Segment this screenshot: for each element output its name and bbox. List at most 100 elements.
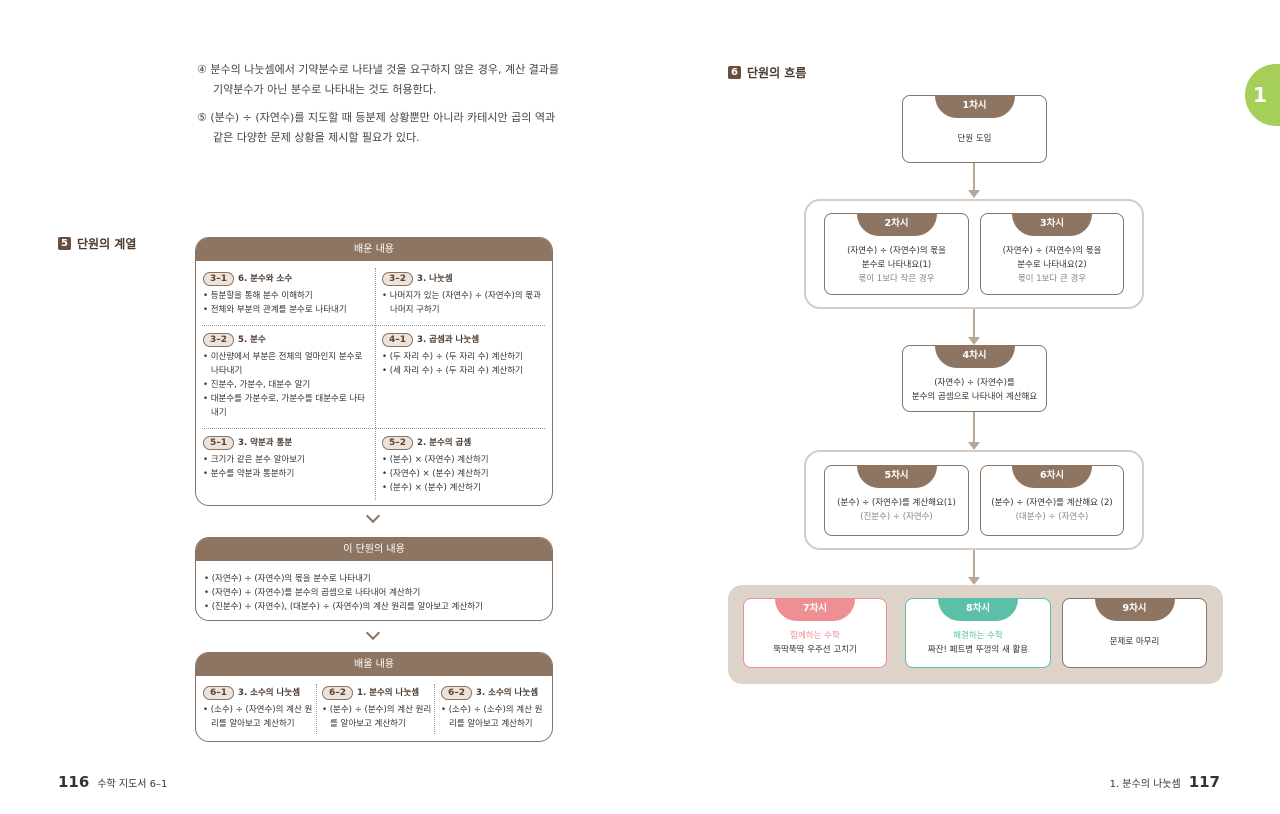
lesson-line: 분수로 나타내요(1) [861, 260, 932, 270]
curriculum-item: (소수) ÷ (자연수)의 계산 원리를 알아보고 계산하기 [203, 703, 313, 731]
lesson-line: 분수의 곱셈으로 나타내어 계산해요 [911, 392, 1038, 402]
curriculum-item: 이산량에서 부분은 전체의 얼마인지 분수로 나타내기 [203, 350, 371, 378]
curriculum-cell: 6–23. 소수의 나눗셈 (소수) ÷ (소수)의 계산 원리를 알아보고 계산… [441, 686, 549, 731]
page-number: 117 [1188, 773, 1220, 791]
book-title: 수학 지도서 6–1 [97, 779, 168, 790]
unit-title: 3. 소수의 나눗셈 [238, 688, 301, 698]
future-header: 배울 내용 [196, 653, 552, 676]
curriculum-item: 등분할을 통해 분수 이해하기 [203, 289, 371, 303]
learned-header: 배운 내용 [196, 238, 552, 261]
section-title: 단원의 계열 [77, 237, 137, 251]
grade-tag: 3–2 [382, 272, 414, 286]
left-footer: 116 수학 지도서 6–1 [58, 773, 167, 791]
unit-title: 3. 곱셈과 나눗셈 [417, 335, 480, 345]
curriculum-item: 크기가 같은 분수 알아보기 [203, 453, 371, 467]
unit-title: 3. 나눗셈 [417, 274, 453, 284]
unit-content-box: 이 단원의 내용 (자연수) ÷ (자연수)의 몫을 분수로 나타내기 (자연수… [195, 537, 553, 621]
grade-tag: 6–2 [322, 686, 354, 700]
unit-title: 3. 소수의 나눗셈 [476, 688, 539, 698]
curriculum-item: (분수) ÷ (분수)의 계산 원리를 알아보고 계산하기 [322, 703, 432, 731]
lesson-label: 5차시 [856, 466, 937, 488]
chevron-down-icon [365, 508, 381, 524]
note-5: ⑤ (분수) ÷ (자연수)를 지도할 때 등분제 상황뿐만 아니라 카테시안 … [197, 111, 556, 144]
lesson-sub: 몫이 1보다 작은 경우 [858, 274, 935, 284]
lesson-line: (분수) ÷ (자연수)를 계산해요 (2) [991, 498, 1113, 508]
lesson-card: 6차시 (분수) ÷ (자연수)를 계산해요 (2) (대분수) ÷ (자연수) [980, 465, 1124, 536]
lesson-line: 뚝딱뚝딱 우주선 고치기 [773, 645, 857, 655]
lesson-sub: (대분수) ÷ (자연수) [1015, 512, 1089, 522]
chevron-down-icon [365, 625, 381, 641]
curriculum-cell: 6–21. 분수의 나눗셈 (분수) ÷ (분수)의 계산 원리를 알아보고 계산… [322, 686, 432, 731]
curriculum-cell: 3–25. 분수이산량에서 부분은 전체의 얼마인지 분수로 나타내기진분수, … [203, 333, 371, 420]
unit-title: 2. 분수의 곱셈 [417, 438, 472, 448]
unit-item: (진분수) ÷ (자연수), (대분수) ÷ (자연수)의 계산 원리를 알아보… [204, 600, 483, 614]
lesson-label: 8차시 [938, 599, 1018, 621]
lesson-card: 5차시 (분수) ÷ (자연수)를 계산해요(1) (진분수) ÷ (자연수) [824, 465, 969, 536]
lesson-label: 3차시 [1012, 214, 1092, 236]
curriculum-item: 대분수를 가분수로, 가분수를 대분수로 나타내기 [203, 392, 371, 420]
curriculum-item: 분수를 약분과 통분하기 [203, 467, 371, 481]
curriculum-item: 전체와 부분의 관계를 분수로 나타내기 [203, 303, 371, 317]
unit-title: 5. 분수 [238, 335, 266, 345]
lesson-kind: 함께하는 수학 [790, 631, 840, 641]
curriculum-item: (세 자리 수) ÷ (두 자리 수) 계산하기 [382, 364, 547, 378]
section-6-title: 6 단원의 흐름 [728, 64, 806, 81]
lesson-line: 분수로 나타내요(2) [1017, 260, 1087, 270]
grade-tag: 6–1 [203, 686, 235, 700]
chapter-title: 1. 분수의 나눗셈 [1109, 779, 1181, 790]
lesson-line: 짜잔! 페트병 뚜껑의 새 활용 [927, 645, 1029, 655]
grade-tag: 5–2 [382, 436, 414, 450]
unit-title: 1. 분수의 나눗셈 [357, 688, 420, 698]
guidance-notes: ④ 분수의 나눗셈에서 기약분수로 나타낼 것을 요구하지 않은 경우, 계산 … [197, 60, 562, 156]
lesson-label: 6차시 [1012, 466, 1092, 488]
curriculum-item: 진분수, 가분수, 대분수 알기 [203, 378, 371, 392]
section-title: 단원의 흐름 [747, 66, 807, 80]
lesson-label: 4차시 [934, 346, 1015, 368]
lesson-line: 문제로 마무리 [1109, 637, 1160, 647]
grade-tag: 3–1 [203, 272, 235, 286]
unit-item: (자연수) ÷ (자연수)의 몫을 분수로 나타내기 [204, 572, 483, 586]
unit-item: (자연수) ÷ (자연수)를 분수의 곱셈으로 나타내어 계산하기 [204, 586, 483, 600]
lesson-line: (분수) ÷ (자연수)를 계산해요(1) [837, 498, 956, 508]
lesson-label: 2차시 [856, 214, 937, 236]
grade-tag: 4–1 [382, 333, 414, 347]
note-4: ④ 분수의 나눗셈에서 기약분수로 나타낼 것을 요구하지 않은 경우, 계산 … [197, 63, 560, 96]
curriculum-item: 나머지가 있는 (자연수) ÷ (자연수)의 몫과 나머지 구하기 [382, 289, 547, 317]
lesson-sub: 몫이 1보다 큰 경우 [1017, 274, 1087, 284]
grade-tag: 5–1 [203, 436, 235, 450]
curriculum-item: (분수) × (분수) 계산하기 [382, 481, 547, 495]
lesson-line: 단원 도입 [957, 134, 992, 144]
lesson-sub: (진분수) ÷ (자연수) [860, 512, 933, 522]
curriculum-cell: 6–13. 소수의 나눗셈 (소수) ÷ (자연수)의 계산 원리를 알아보고 계… [203, 686, 313, 731]
curriculum-cell: 5–13. 약분과 통분크기가 같은 분수 알아보기분수를 약분과 통분하기 [203, 436, 371, 481]
lesson-kind: 해결하는 수학 [953, 631, 1003, 641]
page-number: 116 [58, 773, 90, 791]
curriculum-item: (소수) ÷ (소수)의 계산 원리를 알아보고 계산하기 [441, 703, 549, 731]
curriculum-cell: 3–16. 분수와 소수등분할을 통해 분수 이해하기전체와 부분의 관계를 분… [203, 272, 371, 317]
lesson-line: (자연수) ÷ (자연수)의 몫을 [1002, 246, 1102, 256]
curriculum-cell: 4–13. 곱셈과 나눗셈 (두 자리 수) ÷ (두 자리 수) 계산하기(세 … [382, 333, 547, 378]
curriculum-item: (분수) × (자연수) 계산하기 [382, 453, 547, 467]
unit-title: 3. 약분과 통분 [238, 438, 293, 448]
lesson-label: 7차시 [775, 599, 855, 621]
lesson-line: (자연수) ÷ (자연수)의 몫을 [847, 246, 946, 256]
curriculum-item: (두 자리 수) ÷ (두 자리 수) 계산하기 [382, 350, 547, 364]
chapter-tab: 1 [1245, 64, 1280, 126]
lesson-label: 9차시 [1094, 599, 1175, 621]
section-number: 5 [58, 237, 71, 250]
grade-tag: 3–2 [203, 333, 235, 347]
section-number: 6 [728, 66, 741, 79]
lesson-label: 1차시 [934, 96, 1015, 118]
unit-title: 6. 분수와 소수 [238, 274, 293, 284]
unit-content-header: 이 단원의 내용 [196, 538, 552, 561]
right-footer: 1. 분수의 나눗셈 117 [1110, 773, 1220, 791]
grade-tag: 6–2 [441, 686, 473, 700]
curriculum-item: (자연수) × (분수) 계산하기 [382, 467, 547, 481]
lesson-line: (자연수) ÷ (자연수)를 [934, 378, 1015, 388]
